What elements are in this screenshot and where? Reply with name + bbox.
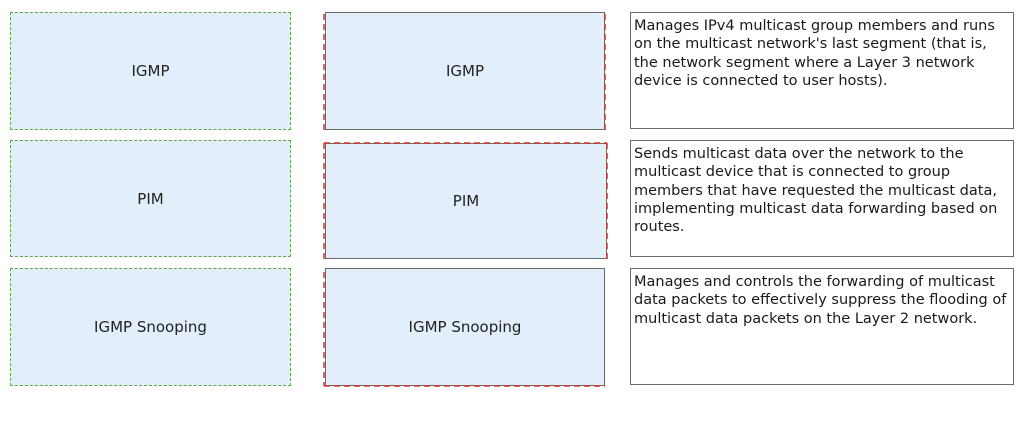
target-label: IGMP Snooping <box>408 318 522 336</box>
option-igmp-left[interactable]: IGMP <box>10 12 291 130</box>
target-label: PIM <box>452 192 480 210</box>
drop-target-3[interactable]: IGMP Snooping <box>325 268 605 386</box>
option-pim-left[interactable]: PIM <box>10 140 291 257</box>
description-text: Manages IPv4 multicast group members and… <box>634 18 995 89</box>
description-text: Sends multicast data over the network to… <box>634 146 998 236</box>
option-label: PIM <box>137 189 164 208</box>
description-2: Sends multicast data over the network to… <box>630 140 1014 257</box>
description-1: Manages IPv4 multicast group members and… <box>630 12 1014 129</box>
target-label: IGMP <box>445 62 485 80</box>
drop-target-2[interactable]: PIM <box>325 143 607 259</box>
option-label: IGMP Snooping <box>94 318 207 336</box>
option-label: IGMP <box>131 62 170 80</box>
drop-target-1[interactable]: IGMP <box>325 12 605 130</box>
description-text: Manages and controls the forwarding of m… <box>634 274 1007 327</box>
description-3: Manages and controls the forwarding of m… <box>630 268 1014 385</box>
option-igmp-snooping-left[interactable]: IGMP Snooping <box>10 268 291 386</box>
